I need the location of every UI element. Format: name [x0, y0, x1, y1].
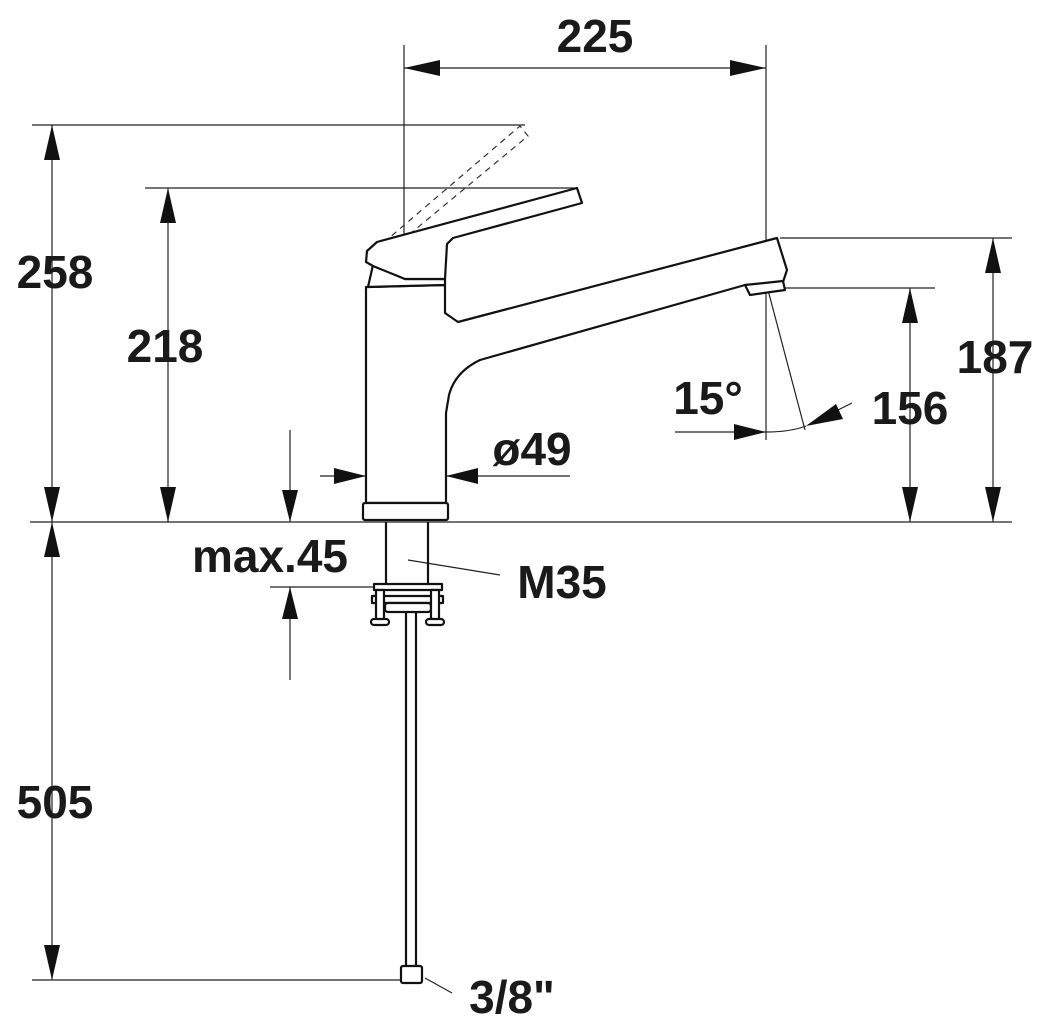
dimension-max45: max.45 [192, 430, 380, 680]
label-15-degrees: 15° [673, 372, 743, 424]
label-m35: M35 [517, 556, 606, 608]
label-505: 505 [17, 776, 94, 828]
hose-fitting [399, 964, 424, 985]
aerator [743, 279, 787, 297]
dimension-225: 225 [403, 10, 767, 440]
lever-handle [364, 186, 584, 281]
label-258: 258 [17, 246, 94, 298]
base-ring [361, 501, 450, 522]
dimension-187: 187 [780, 237, 1034, 522]
dimension-angle: 15° [673, 289, 853, 440]
dimension-218: 218 [127, 187, 578, 522]
label-156: 156 [872, 382, 949, 434]
label-max45: max.45 [192, 530, 348, 582]
label-diameter-49: ø49 [492, 423, 571, 475]
label-3-8-inch: 3/8" [469, 971, 555, 1023]
dimension-156: 156 [770, 287, 949, 522]
label-187: 187 [957, 331, 1034, 383]
dimension-258: 258 [17, 124, 525, 522]
dimension-505: 505 [17, 522, 405, 981]
label-218: 218 [127, 320, 204, 372]
label-225: 225 [557, 10, 634, 62]
dimension-diameter: ø49 [320, 423, 572, 484]
mounting-washer [372, 582, 444, 592]
faucet [361, 186, 789, 985]
